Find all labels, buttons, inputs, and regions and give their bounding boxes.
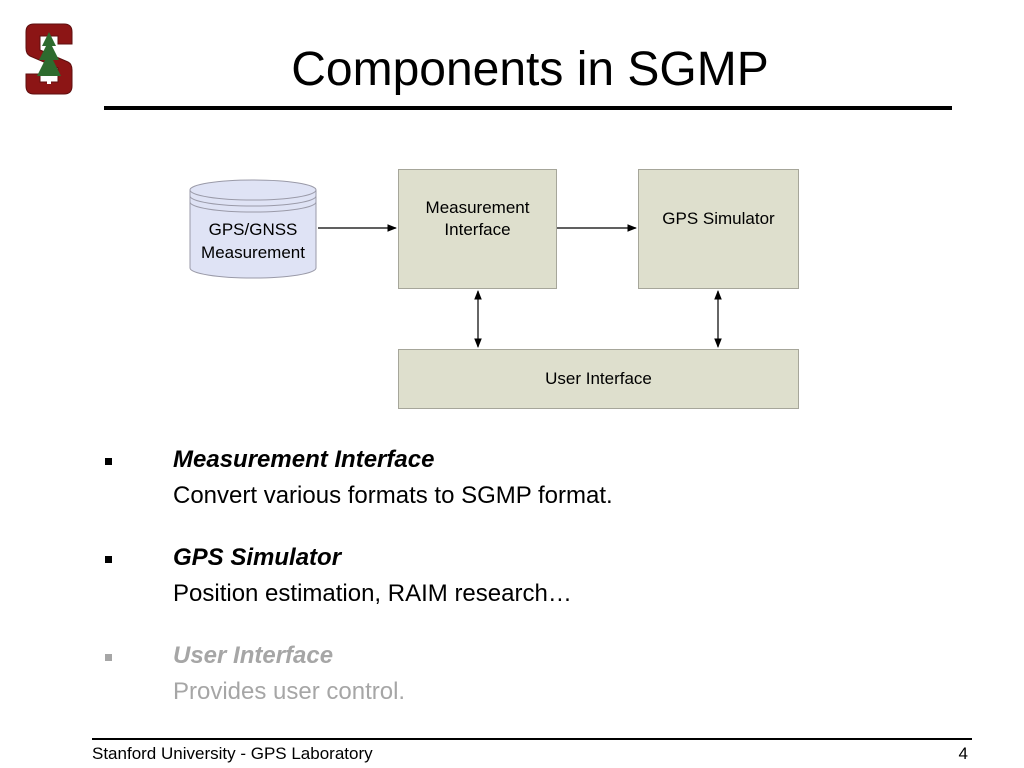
bullet-heading: GPS Simulator <box>173 544 342 571</box>
mi-line-2: Interface <box>444 220 511 239</box>
measurement-interface-box: Measurement Interface <box>398 169 557 289</box>
diagram-connectors <box>189 179 722 348</box>
square-bullet-icon <box>104 652 114 662</box>
sgmp-diagram: GPS/GNSS Measurement Measurement Interfa… <box>188 169 799 409</box>
footer-divider <box>92 738 972 740</box>
footer-organization: Stanford University - GPS Laboratory <box>92 744 373 763</box>
title-divider <box>104 106 952 110</box>
square-bullet-icon <box>104 554 114 564</box>
slide-title: Components in SGMP <box>291 43 769 96</box>
source-line-2: Measurement <box>201 243 305 262</box>
ui-label: User Interface <box>545 369 652 388</box>
tree-icon <box>37 32 61 84</box>
bullet-body: Convert various formats to SGMP format. <box>173 482 613 509</box>
bullet-body: Provides user control. <box>173 678 406 705</box>
bullet-heading: User Interface <box>173 642 334 669</box>
stanford-logo <box>25 23 73 95</box>
bullet-heading: Measurement Interface <box>173 446 435 473</box>
page-number: 4 <box>958 744 968 763</box>
mi-line-1: Measurement <box>425 198 530 217</box>
gps-simulator-box: GPS Simulator <box>638 169 799 289</box>
user-interface-box: User Interface <box>398 349 799 409</box>
source-line-1: GPS/GNSS <box>208 220 298 239</box>
gps-gnss-measurement-label: GPS/GNSS Measurement <box>188 218 318 264</box>
square-bullet-icon <box>104 456 114 466</box>
gs-label: GPS Simulator <box>662 209 775 228</box>
bullet-body: Position estimation, RAIM research… <box>173 580 572 607</box>
database-cylinder-icon <box>189 179 317 279</box>
